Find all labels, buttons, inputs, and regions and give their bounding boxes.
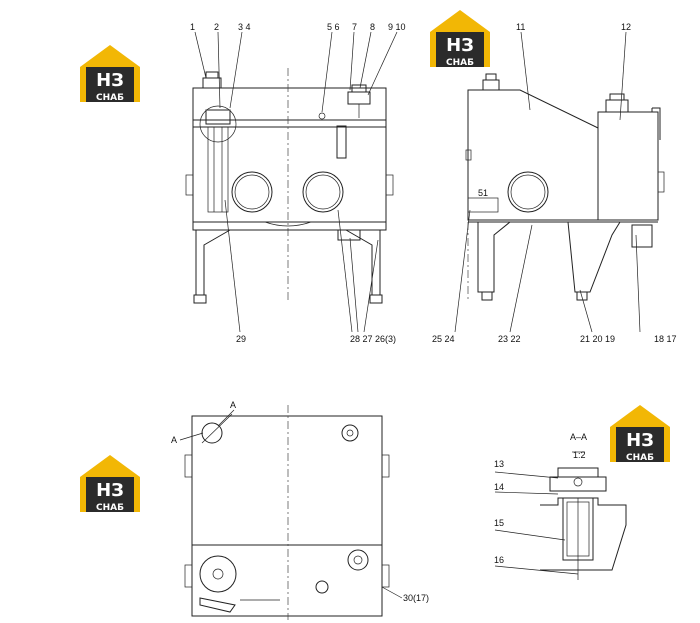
- label-a-left: A: [171, 435, 177, 445]
- label-23-22: 23 22: [498, 334, 521, 344]
- label-18-17: 18 17: [654, 334, 677, 344]
- label-5-6: 5 6: [327, 22, 340, 32]
- svg-text:НЗ: НЗ: [446, 35, 474, 56]
- logo-bottom-left: НЗ СНАБ: [80, 455, 140, 513]
- svg-text:НЗ: НЗ: [96, 480, 124, 501]
- top-view: [179, 405, 403, 620]
- logo-bottom-right: НЗ СНАБ: [610, 405, 670, 463]
- label-28-27-26: 28 27 26(3): [350, 334, 396, 344]
- section-title: A–A: [570, 432, 587, 442]
- label-15: 15: [494, 518, 504, 528]
- label-51: 51: [478, 188, 488, 198]
- label-3-4: 3 4: [238, 22, 251, 32]
- section-scale: 1:2: [573, 450, 586, 460]
- side-view: [454, 31, 665, 333]
- logo-top-middle: НЗ СНАБ: [430, 10, 490, 68]
- label-2: 2: [214, 22, 219, 32]
- svg-text:СНАБ: СНАБ: [626, 453, 654, 463]
- label-25-24: 25 24: [432, 334, 455, 344]
- svg-text:СНАБ: СНАБ: [446, 58, 474, 68]
- svg-text:НЗ: НЗ: [626, 430, 654, 451]
- svg-text:СНАБ: СНАБ: [96, 503, 124, 513]
- label-21-20-19: 21 20 19: [580, 334, 615, 344]
- label-30-17: 30(17): [403, 593, 429, 603]
- label-a-top: A: [230, 400, 236, 410]
- front-view: [185, 31, 398, 333]
- label-7: 7: [352, 22, 357, 32]
- label-14: 14: [494, 482, 504, 492]
- label-12: 12: [621, 22, 631, 32]
- svg-text:СНАБ: СНАБ: [96, 93, 124, 103]
- section-view: [494, 451, 627, 580]
- logo-top-left: НЗ СНАБ: [80, 45, 140, 103]
- label-11: 11: [516, 22, 525, 32]
- label-8: 8: [370, 22, 375, 32]
- label-29: 29: [236, 334, 246, 344]
- label-1: 1: [190, 22, 195, 32]
- label-9-10: 9 10: [388, 22, 406, 32]
- label-13: 13: [494, 459, 504, 469]
- svg-text:НЗ: НЗ: [96, 70, 124, 91]
- label-16: 16: [494, 555, 504, 565]
